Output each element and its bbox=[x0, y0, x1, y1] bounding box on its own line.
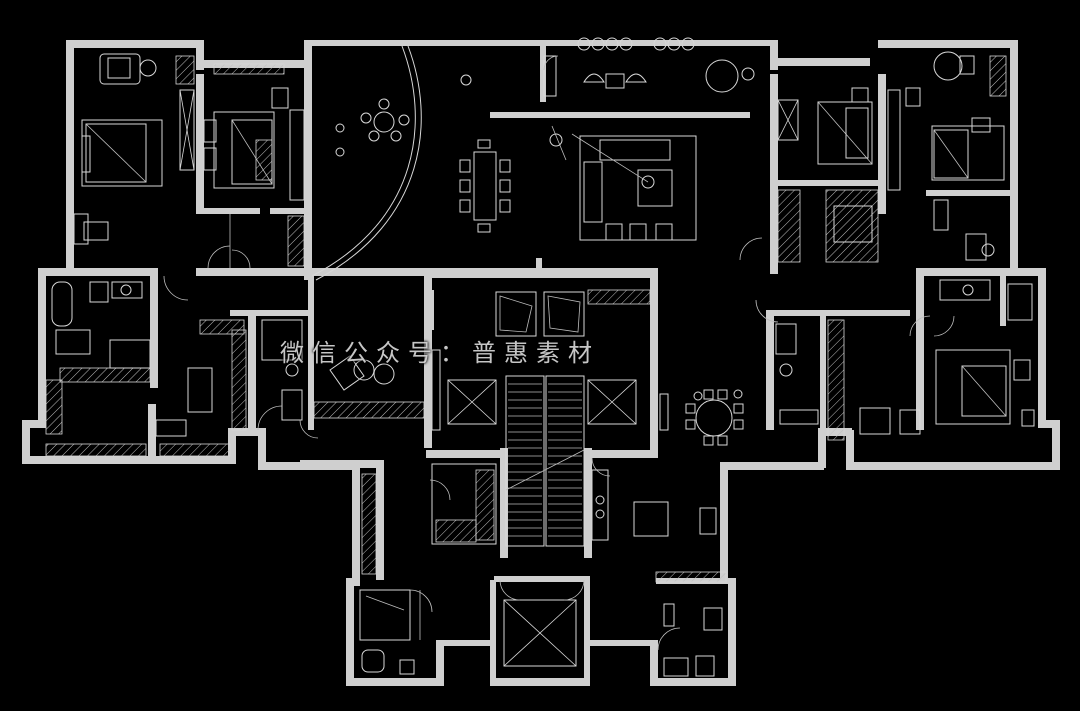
bedroom-inner-left bbox=[203, 63, 305, 269]
interior-walls bbox=[148, 46, 1016, 584]
dining-table bbox=[459, 139, 511, 233]
stair-treads-left bbox=[508, 383, 542, 537]
left-bathroom bbox=[45, 281, 151, 457]
round-table-left bbox=[335, 74, 472, 157]
bedroom-far-right bbox=[931, 51, 1007, 261]
curved-glass-wall bbox=[311, 45, 416, 277]
stair-treads-right bbox=[548, 383, 582, 537]
bedroom-top-left bbox=[73, 53, 195, 245]
round-table-right bbox=[659, 389, 744, 446]
left-study bbox=[155, 319, 303, 457]
right-bath-and-bedroom bbox=[775, 279, 1035, 441]
lower-left-rooms bbox=[359, 473, 433, 675]
balcony-furniture bbox=[543, 37, 755, 97]
exterior-walls bbox=[22, 40, 1060, 686]
watermark-text: 微信公众号：普惠素材 bbox=[280, 339, 600, 367]
kitchen bbox=[591, 469, 727, 677]
bedroom-top-right bbox=[777, 87, 921, 263]
living-area bbox=[549, 125, 697, 241]
door-swings bbox=[163, 237, 779, 501]
corridor-lounge bbox=[313, 355, 425, 419]
core bbox=[431, 289, 651, 667]
